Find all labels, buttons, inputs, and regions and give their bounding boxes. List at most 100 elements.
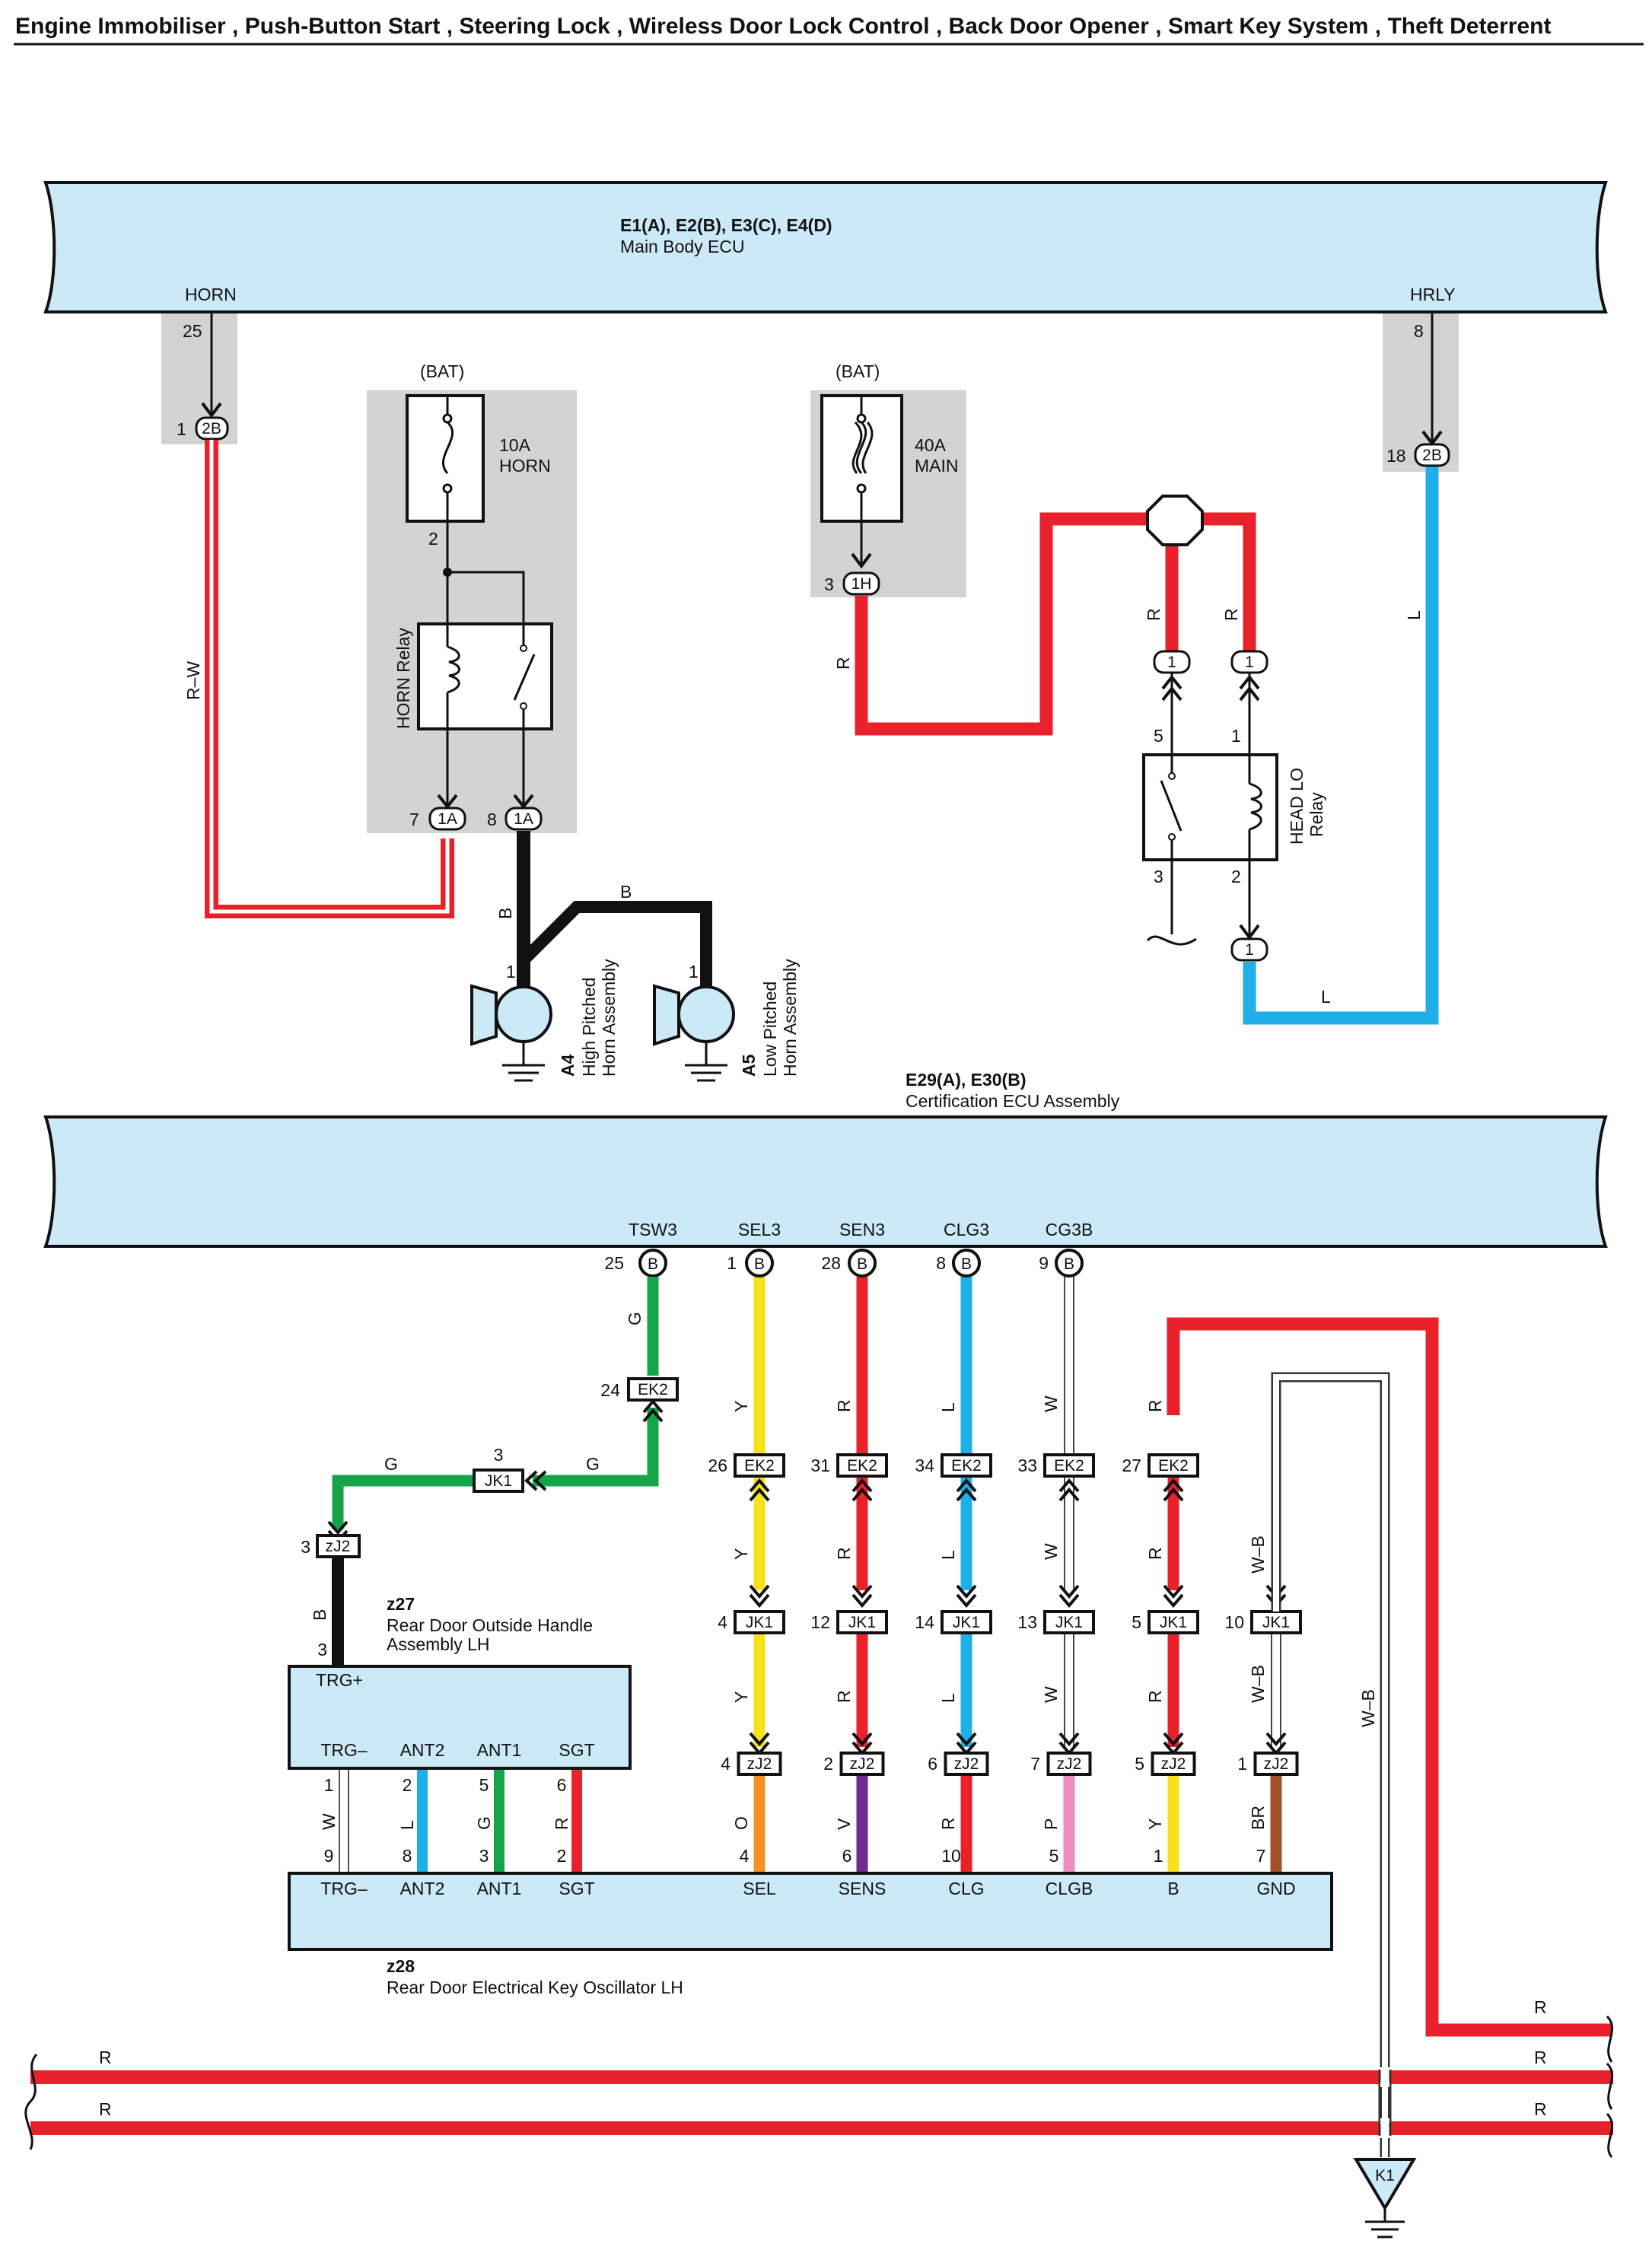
z27-terminal-trg-plus: TRG+ — [316, 1670, 363, 1690]
connector-ek2-sel — [734, 1453, 785, 1478]
horn-relay-coil — [447, 645, 460, 694]
svg-text:zJ2: zJ2 — [1057, 1755, 1082, 1773]
svg-text:EK2: EK2 — [951, 1457, 982, 1475]
terminal-horn: HORN — [185, 285, 237, 304]
connector-2b-horn — [195, 416, 229, 441]
connector-zj2-gnd — [1253, 1752, 1299, 1776]
wire-label-b-2: R — [1145, 1547, 1165, 1560]
bottom-bus-lines: R R R R — [24, 2015, 1614, 2158]
connector-1-relay1 — [1230, 650, 1268, 674]
svg-text:EK2: EK2 — [847, 1457, 877, 1475]
z27-pin-5: 5 — [479, 1775, 489, 1795]
horn-a5-code: A5 — [739, 1054, 759, 1077]
terminal-clg3: CLG3 — [944, 1220, 989, 1239]
svg-text:B: B — [857, 1255, 867, 1273]
terminal-tsw3: TSW3 — [629, 1220, 677, 1239]
wire-label-clg-2: L — [938, 1550, 958, 1560]
conn-1h-pin: 3 — [824, 574, 834, 594]
wire-label-clg-3: L — [938, 1693, 958, 1703]
z28-terminal-sgt: SGT — [559, 1879, 594, 1898]
wire-label-sens-3: R — [834, 1690, 854, 1703]
cert-ecu-terminals: TSW3 SEL3 SEN3 CLG3 CG3B B B B B B 25 1 … — [604, 1220, 1093, 1278]
horn-a4-code: A4 — [558, 1054, 578, 1077]
wire-l-hrly — [1243, 466, 1439, 1025]
wire-label-r-main: R — [833, 657, 853, 670]
main-body-ecu-code: E1(A), E2(B), E3(C), E4(D) — [620, 215, 832, 235]
horn-a5-icon — [653, 984, 735, 1082]
svg-text:B: B — [961, 1255, 972, 1273]
svg-text:EK2: EK2 — [744, 1457, 775, 1475]
ek2-pin-24: 24 — [600, 1380, 620, 1400]
svg-text:zJ2: zJ2 — [1161, 1755, 1186, 1773]
zj2-pin-sel: 4 — [721, 1754, 731, 1774]
wire-r-right — [1167, 1317, 1612, 2037]
connector-zj2-sel — [737, 1752, 782, 1776]
wire-label-b-3: R — [1145, 1690, 1165, 1703]
wire-label-clgb-2: W — [1041, 1543, 1061, 1560]
connector-ek2-clg — [941, 1453, 992, 1478]
connector-2b-hrly — [1414, 443, 1450, 467]
wire-label-b-1: R — [1145, 1399, 1165, 1412]
z27-terminal-sgt: SGT — [559, 1740, 594, 1760]
hrly-conn-pin: 18 — [1386, 446, 1406, 466]
wire-label-r-sgt: R — [552, 1817, 571, 1830]
svg-text:Low Pitched: Low Pitched — [760, 982, 780, 1077]
wire-label-clgb-1: W — [1041, 1395, 1061, 1412]
svg-text:JK1: JK1 — [1055, 1614, 1083, 1631]
connector-jk1-b — [1147, 1610, 1199, 1634]
z28-pin-3: 3 — [479, 1846, 489, 1866]
column-wires: YEK226YJK14YzJ24O4REK231RJK112RzJ22V6LEK… — [708, 1277, 1302, 1873]
horn-relay-switch — [513, 654, 536, 701]
svg-text:1A: 1A — [514, 810, 533, 828]
horn-bat-label: (BAT) — [420, 361, 464, 381]
fuse-40a-name: MAIN — [915, 456, 959, 476]
connector-1-relay2 — [1230, 937, 1268, 962]
ek2-pin-sel: 26 — [708, 1456, 727, 1475]
zj2-pin-sens: 2 — [823, 1754, 833, 1774]
ground-k1-label: K1 — [1375, 2167, 1395, 2184]
cert-pin-9: 9 — [1039, 1253, 1049, 1273]
horn-a4-icon — [470, 984, 552, 1082]
wire-label-b: B — [495, 908, 515, 919]
svg-text:EK2: EK2 — [638, 1381, 668, 1398]
wire-label-clg-4: R — [938, 1817, 958, 1830]
main-circuit: (BAT) 40A MAIN 1H 3 R R R 1 1 5 1 — [820, 313, 1450, 1025]
wire-label-g-1: G — [625, 1312, 645, 1325]
connector-1h — [842, 571, 880, 596]
z28-terminal-ant2: ANT2 — [400, 1879, 445, 1898]
z27-rear-door-outside-handle: z27 Rear Door Outside Handle Assembly LH… — [288, 1594, 632, 1770]
svg-text:JK1: JK1 — [485, 1472, 512, 1490]
wire-label-l-ant2: L — [397, 1820, 417, 1830]
jk1-pin-clg: 14 — [915, 1612, 934, 1632]
wire-label-l-right: L — [1404, 610, 1424, 620]
cert-pin-1: 1 — [727, 1253, 737, 1273]
wire-label-w-b-right: W–B — [1358, 1689, 1378, 1727]
svg-text:zJ2: zJ2 — [747, 1755, 772, 1773]
connector-1a-pin7 — [428, 807, 466, 831]
cert-pin-8: 8 — [936, 1253, 946, 1273]
wire-label-sel-4: O — [731, 1816, 751, 1830]
relay-pin-1: 1 — [1231, 726, 1241, 746]
connector-ek2-b — [1147, 1453, 1199, 1478]
connector-jk1-clgb — [1043, 1610, 1095, 1634]
z27-pin-3: 3 — [317, 1640, 327, 1659]
svg-text:1H: 1H — [851, 575, 872, 593]
z28-key-oscillator: TRG– ANT2 ANT1 SGT z28 Rear Door Electri… — [288, 1872, 1333, 1997]
z27-pin-1: 1 — [324, 1775, 334, 1795]
wire-label-sel-2: Y — [731, 1548, 751, 1560]
wire-label-r-relay5: R — [1144, 608, 1163, 621]
z28-pin-2: 2 — [557, 1846, 567, 1866]
connector-zj2-sens — [839, 1752, 885, 1776]
head-lo-relay-coil — [1249, 782, 1262, 831]
z28-terminal-sens: SENS — [839, 1879, 886, 1898]
ground-k1-icon — [1353, 2158, 1417, 2211]
svg-text:2B: 2B — [202, 420, 221, 438]
svg-text:EK2: EK2 — [1054, 1457, 1084, 1475]
bus-1-left-label: R — [99, 2048, 112, 2067]
connector-jk1-sens — [836, 1610, 888, 1634]
wire-label-sens-1: R — [834, 1399, 854, 1412]
horn-a5-pin: 1 — [689, 962, 699, 982]
jk1-pin-sel: 4 — [718, 1612, 727, 1632]
connector-zj2-tsw — [316, 1534, 361, 1558]
